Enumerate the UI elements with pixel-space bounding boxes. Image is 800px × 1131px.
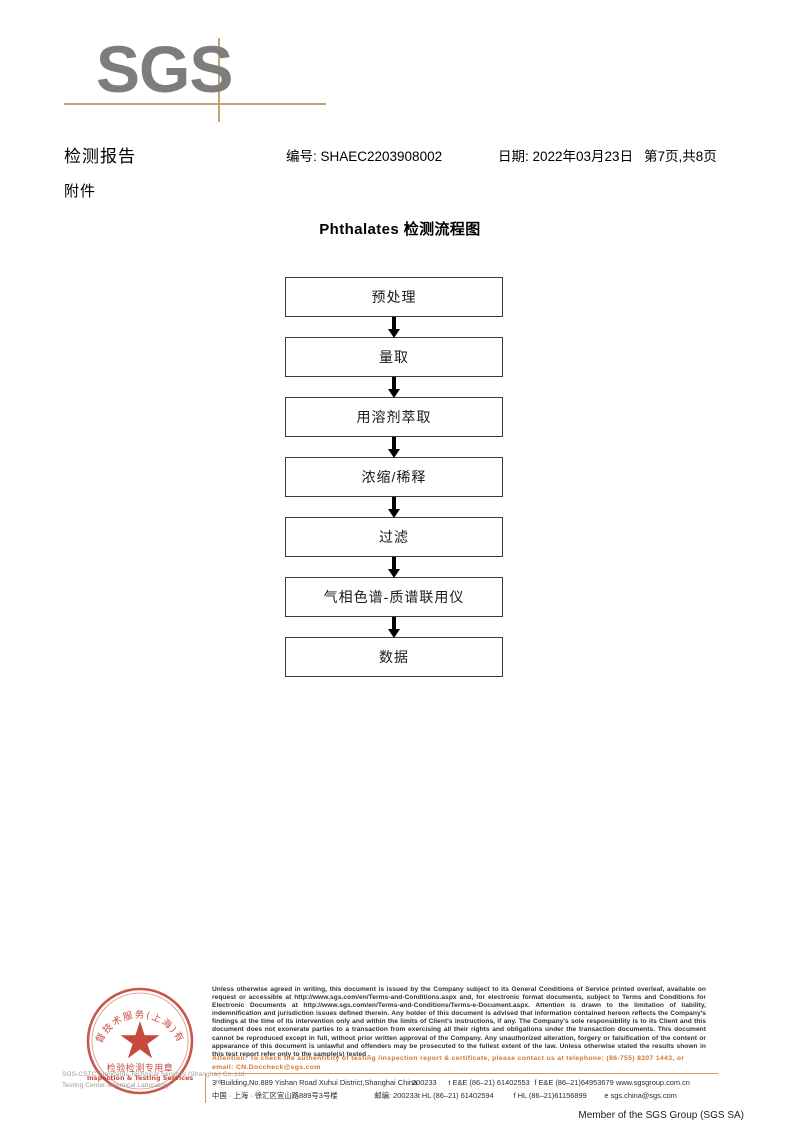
stamp-caption: SGS-CSTC Standards Technical Services (S… — [62, 1071, 247, 1089]
legal-disclaimer: Unless otherwise agreed in writing, this… — [212, 986, 706, 1058]
flow-arrow-4 — [285, 497, 503, 518]
flow-step-6: 气相色谱-质谱联用仪 — [285, 577, 503, 617]
flow-arrow-3 — [285, 437, 503, 458]
flow-step-5: 过滤 — [285, 517, 503, 557]
svg-text:检验检测专用章: 检验检测专用章 — [107, 1062, 174, 1074]
report-number: 编号: SHAEC2203908002 — [286, 149, 443, 164]
flow-step-3: 用溶剂萃取 — [285, 397, 503, 437]
address-cn: 中国 · 上海 · 徐汇区宜山路889号3号楼 — [212, 1091, 338, 1100]
attention-notice: Attention: To check the authenticity of … — [212, 1055, 685, 1071]
footer-address-block: 3ʳᵈBuilding,No.889 Yishan Road Xuhui Dis… — [212, 1073, 718, 1102]
address-en: 3ʳᵈBuilding,No.889 Yishan Road Xuhui Dis… — [212, 1078, 418, 1087]
flowchart-title: Phthalates 检测流程图 — [319, 221, 481, 238]
flow-arrow-1 — [285, 317, 503, 338]
flow-arrow-6 — [285, 617, 503, 638]
inspection-stamp-icon: 市场监督技术服务(上海)有限公司 检验检测专用章 Inspection & Te… — [84, 985, 196, 1097]
flow-step-2: 量取 — [285, 337, 503, 377]
website: www.sgsgroup.com.cn — [615, 1078, 690, 1087]
zip-en: 200233 — [412, 1078, 437, 1087]
flowchart: 预处理 量取 用溶剂萃取 浓缩/稀释 过滤 气相色谱-质谱联用仪 数据 — [285, 277, 503, 677]
address-row-en: 3ʳᵈBuilding,No.889 Yishan Road Xuhui Dis… — [212, 1076, 718, 1089]
flow-arrow-5 — [285, 557, 503, 578]
flow-step-7: 数据 — [285, 637, 503, 677]
report-footer: 市场监督技术服务(上海)有限公司 检验检测专用章 Inspection & Te… — [0, 975, 800, 1131]
page-counter: 第7页,共8页 — [644, 149, 717, 164]
email: e sgs.china@sgs.com — [604, 1091, 677, 1100]
tel-cn: t HL (86–21) 61402594 — [417, 1091, 494, 1100]
page-title: 检测报告 — [64, 147, 136, 166]
address-row-cn: 中国 · 上海 · 徐汇区宜山路889号3号楼 邮编: 200233 t HL … — [212, 1089, 718, 1102]
report-date: 日期: 2022年03月23日 — [498, 149, 634, 164]
svg-text:Inspection & Testing Services: Inspection & Testing Services — [87, 1074, 193, 1082]
zip-cn: 邮编: 200233 — [374, 1091, 418, 1100]
sgs-logo: SGS — [64, 32, 326, 129]
flow-step-1: 预处理 — [285, 277, 503, 317]
attachment-label: 附件 — [64, 183, 97, 200]
fax-en: f E&E (86–21)64953679 — [534, 1078, 614, 1087]
flow-step-4: 浓缩/稀释 — [285, 457, 503, 497]
footer-divider-vertical — [205, 1073, 207, 1103]
logo-vertical-rule — [218, 38, 220, 122]
tel-en: t E&E (86–21) 61402553 — [448, 1078, 530, 1087]
logo-horizontal-rule — [64, 103, 326, 105]
fax-cn: f HL (86–21)61156899 — [513, 1091, 587, 1100]
logo-text: SGS — [96, 32, 233, 106]
flow-arrow-2 — [285, 377, 503, 398]
group-member-note: Member of the SGS Group (SGS SA) — [578, 1110, 744, 1121]
report-header: 检测报告 编号: SHAEC2203908002 日期: 2022年03月23日… — [0, 142, 800, 168]
